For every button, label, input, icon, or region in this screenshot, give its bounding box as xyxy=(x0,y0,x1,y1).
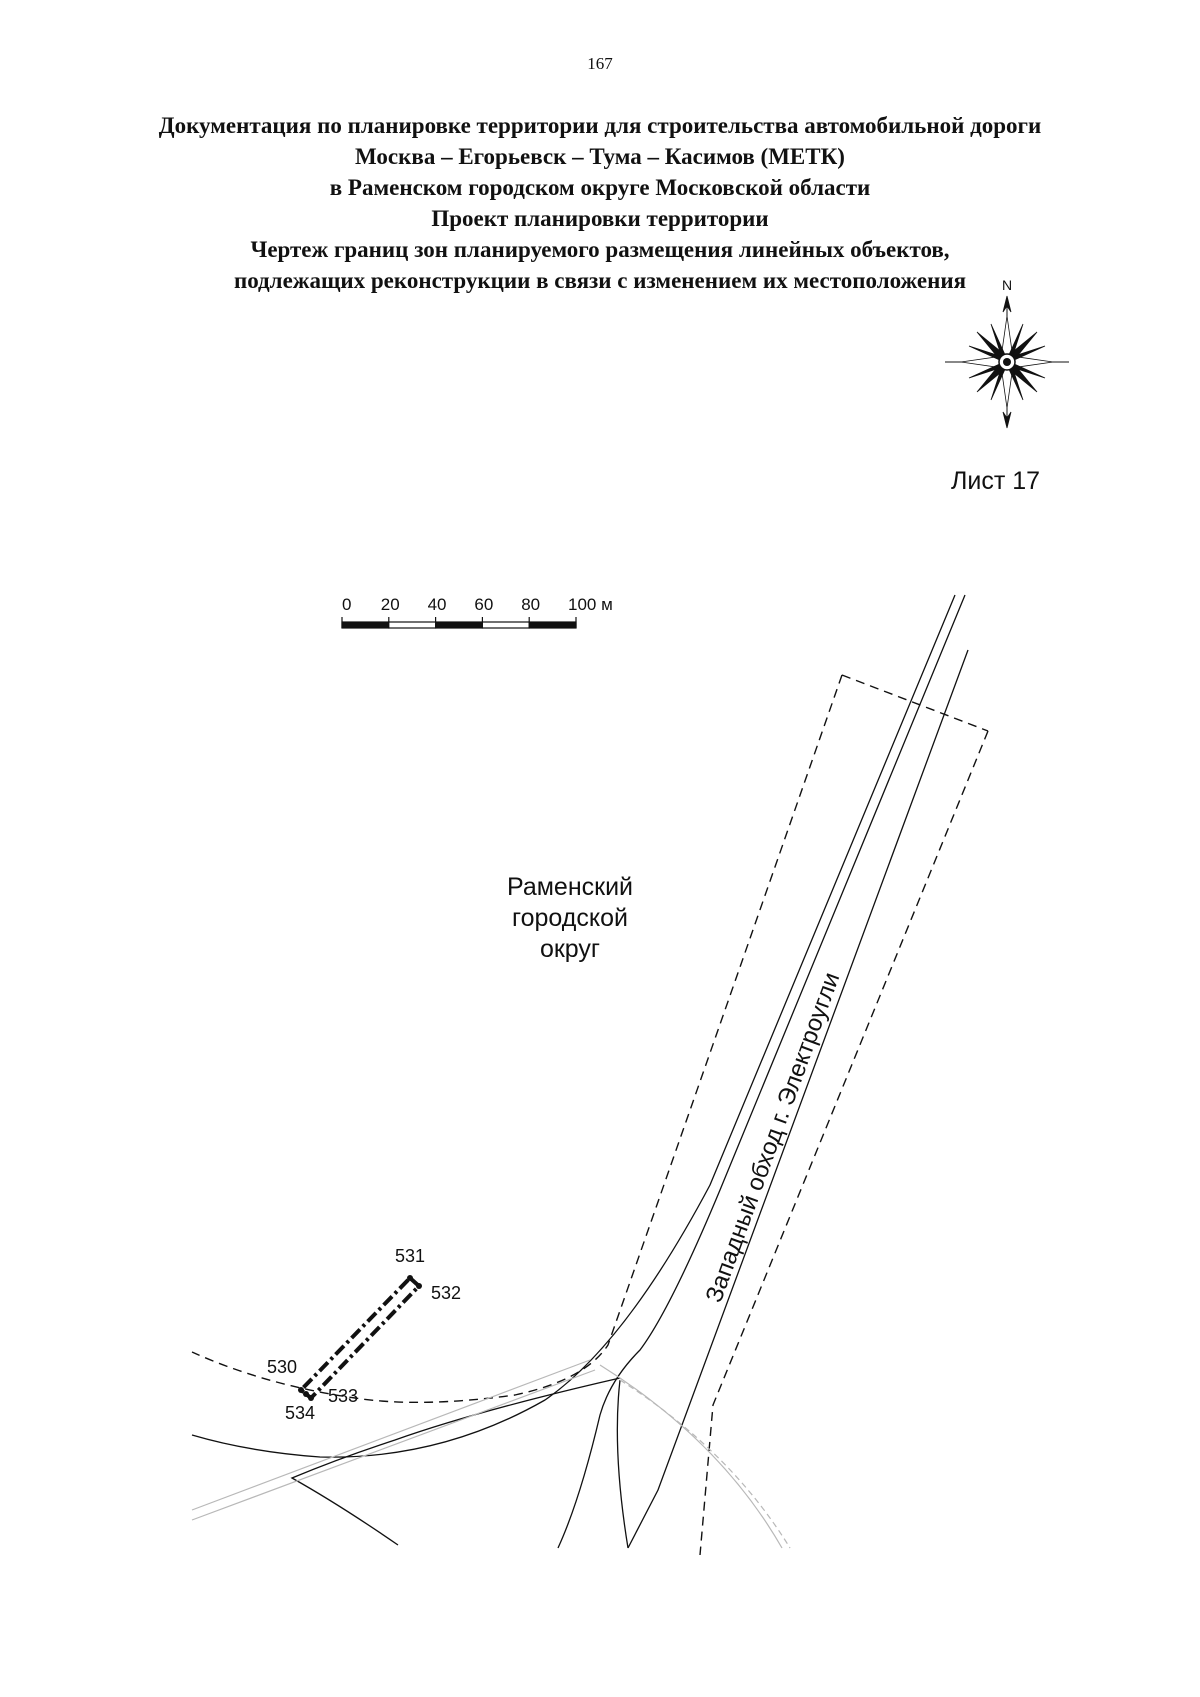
scale-tick-label: 100 м xyxy=(568,595,613,614)
zone-boundary-left xyxy=(191,674,843,1404)
scale-tick-label: 0 xyxy=(342,595,351,614)
title-line: Чертеж границ зон планируемого размещени… xyxy=(250,237,950,262)
scale-segment xyxy=(435,621,484,629)
existing-line-gray xyxy=(191,1369,596,1521)
scale-segment xyxy=(528,621,577,629)
road-edge-outer-left xyxy=(191,594,956,1458)
road-edge-right xyxy=(627,649,969,1549)
point-labels: 531 532 530 533 534 xyxy=(267,1246,461,1423)
scale-tick-label: 80 xyxy=(521,595,540,614)
area-label: Раменский городской округ xyxy=(470,872,670,965)
road-edge-inner-left xyxy=(557,594,966,1549)
title-line: Проект планировки территории xyxy=(431,206,769,231)
scale-segment xyxy=(388,621,437,629)
existing-line-gray xyxy=(191,1359,591,1511)
sheet-label: Лист 17 xyxy=(951,467,1041,495)
zone-boundary-top xyxy=(841,674,989,732)
ramp-edge xyxy=(616,1379,629,1549)
page-number: 167 xyxy=(587,54,613,73)
point-label: 534 xyxy=(285,1403,315,1423)
title-line: в Раменском городском округе Московской … xyxy=(329,175,871,200)
ramp-gore xyxy=(290,1377,621,1546)
scale-segment xyxy=(341,621,390,629)
scale-tick-label: 40 xyxy=(428,595,447,614)
point-label: 533 xyxy=(328,1386,358,1406)
compass-rose-icon: N xyxy=(945,277,1069,429)
point-label: 530 xyxy=(267,1357,297,1377)
title-line: Документация по планировке территории дл… xyxy=(158,113,1042,138)
document-title: Документация по планировке территории дл… xyxy=(0,110,1200,296)
zone-boundary-right xyxy=(699,730,989,1556)
title-line: подлежащих реконструкции в связи с измен… xyxy=(233,268,967,293)
scale-bar: 0 20 40 60 80 100 м xyxy=(341,595,613,629)
point-label: 532 xyxy=(431,1283,461,1303)
existing-line-gray xyxy=(619,1379,791,1549)
existing-line-gray xyxy=(599,1364,783,1549)
point-label: 531 xyxy=(395,1246,425,1266)
title-line: Москва – Егорьевск – Тума – Касимов (МЕТ… xyxy=(355,144,845,169)
area-label-line: городской xyxy=(512,904,628,932)
compass-north-label: N xyxy=(1002,277,1012,293)
reconstruction-zone xyxy=(298,1275,422,1401)
area-label-line: округ xyxy=(539,935,601,963)
scale-segment xyxy=(481,621,530,629)
area-label-line: Раменский xyxy=(506,873,633,901)
scale-tick-label: 20 xyxy=(381,595,400,614)
scale-tick-label: 60 xyxy=(474,595,493,614)
